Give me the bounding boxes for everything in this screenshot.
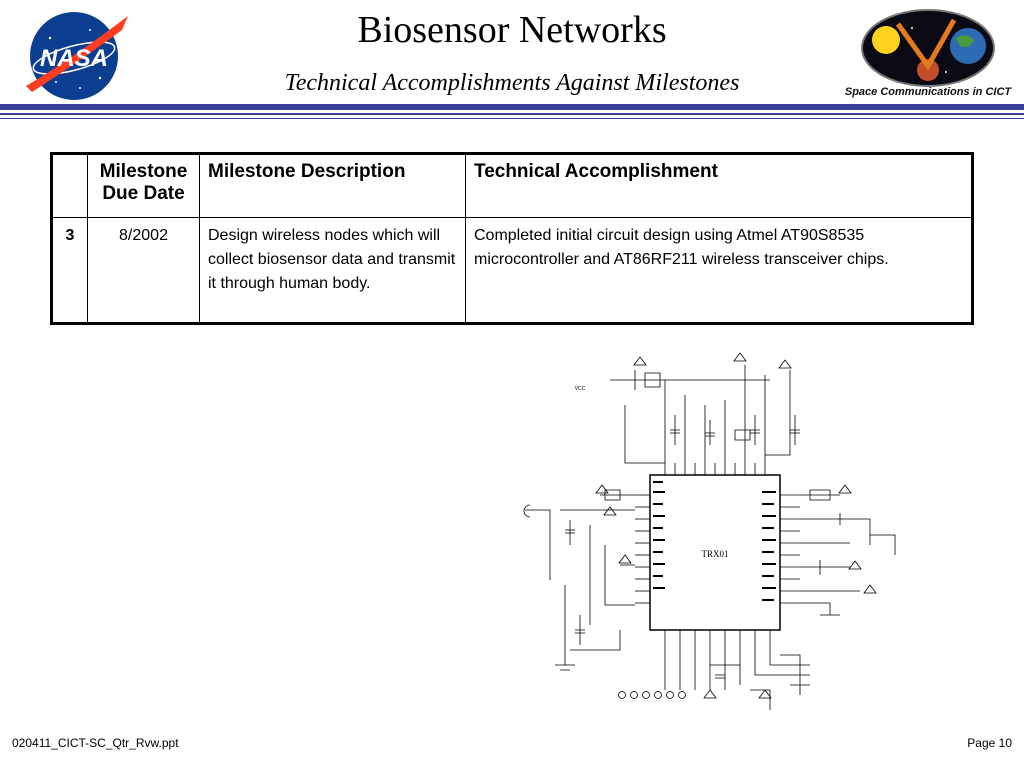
table-header-row: Milestone Due Date Milestone Description… (51, 153, 973, 218)
table-row: 3 8/2002 Design wireless nodes which wil… (51, 217, 973, 324)
header-description: Milestone Description (199, 153, 466, 218)
milestone-description: Design wireless nodes which will collect… (199, 217, 466, 324)
header-due-date: Milestone Due Date (87, 153, 200, 218)
chip-label: TRX01 (702, 549, 729, 559)
slide-title: Biosensor Networks (357, 9, 667, 51)
vcc-label: VCC (575, 386, 586, 392)
slide-subtitle: Technical Accomplishments Against Milest… (284, 70, 740, 96)
header-accomplishment: Technical Accomplishment (465, 153, 973, 218)
milestone-due-date: 8/2002 (87, 217, 200, 324)
cict-caption: Space Communications in CICT (844, 86, 1012, 98)
milestone-number: 3 (51, 217, 88, 324)
technical-accomplishment: Completed initial circuit design using A… (465, 217, 973, 324)
milestone-table: Milestone Due Date Milestone Description… (50, 152, 974, 325)
header-rule (0, 113, 1024, 115)
header-number (51, 153, 88, 218)
nasa-logo-text: NASA (40, 45, 108, 72)
circuit-schematic: TRX01 VCC (523, 352, 896, 710)
footer-page-number: Page 10 (967, 736, 1012, 750)
cict-logo (861, 9, 995, 87)
nasa-logo: NASA (26, 12, 128, 100)
footer-filename: 020411_CICT-SC_Qtr_Rvw.ppt (12, 736, 179, 750)
header-rule (0, 104, 1024, 110)
header-rule (0, 118, 1024, 119)
